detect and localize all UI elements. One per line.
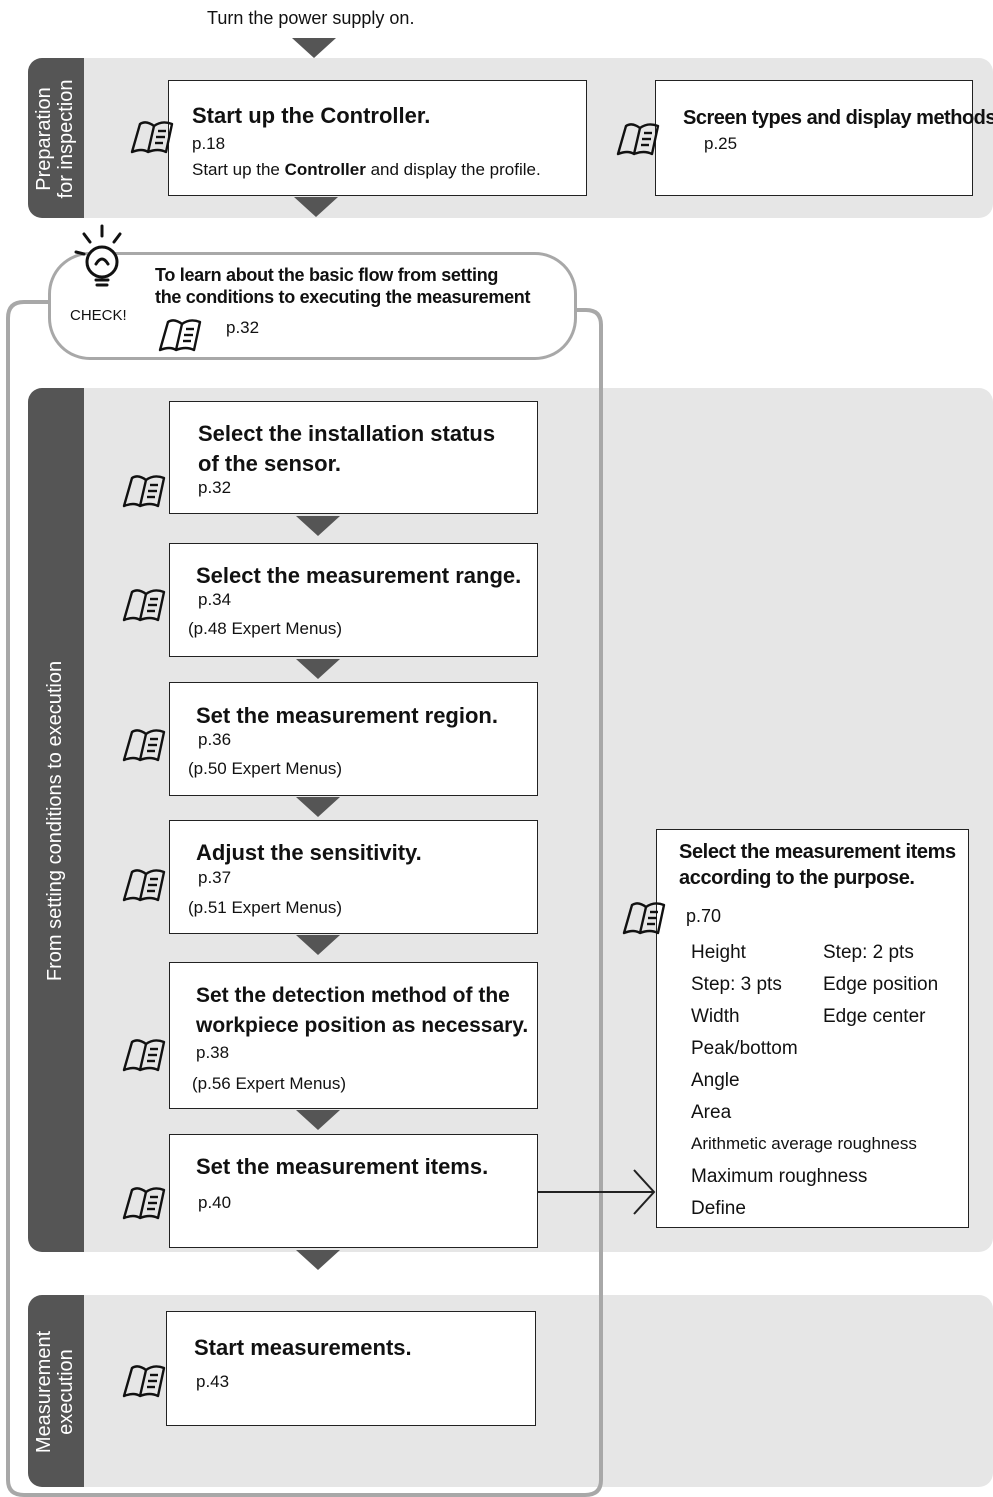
items-box-title2: according to the purpose.: [679, 867, 915, 889]
startup-desc-pre: Start up the: [192, 160, 285, 179]
step-sensitivity-title: Adjust the sensitivity.: [196, 840, 422, 865]
manual-book-icon: [122, 475, 166, 508]
down-arrow-icon: [296, 797, 340, 817]
step-region-title: Set the measurement region.: [196, 703, 498, 728]
check-page: p.32: [226, 318, 260, 337]
item-area: Area: [691, 1102, 732, 1123]
down-arrow-icon: [294, 197, 338, 217]
item-define: Define: [691, 1198, 746, 1219]
step-installation-title2: of the sensor.: [198, 451, 342, 476]
step-range-title: Select the measurement range.: [196, 563, 522, 588]
step-detection-expert: (p.56 Expert Menus): [192, 1074, 347, 1093]
step-installation-box: [169, 401, 538, 514]
check-line1: To learn about the basic flow from setti…: [155, 265, 499, 285]
items-box-page: p.70: [686, 906, 722, 926]
step-sensitivity-expert: (p.51 Expert Menus): [188, 898, 343, 917]
manual-book-icon: [122, 1365, 166, 1398]
manual-book-icon: [158, 319, 202, 352]
step-items-page: p.40: [198, 1193, 232, 1212]
manual-book-icon: [622, 902, 666, 935]
item-step-2pts: Step: 2 pts: [823, 942, 914, 963]
check-outline: [6, 300, 603, 1497]
down-arrow-icon: [296, 935, 340, 955]
check-lightbulb-icon: [74, 224, 122, 287]
step-installation-page: p.32: [198, 478, 232, 497]
step-detection-title2: workpiece position as necessary.: [196, 1014, 529, 1037]
item-peak-bottom: Peak/bottom: [691, 1038, 798, 1059]
item-angle: Angle: [691, 1070, 740, 1091]
manual-book-icon: [122, 589, 166, 622]
step-range-box: [169, 543, 538, 657]
preparation-tab: [28, 58, 84, 218]
startup-title: Start up the Controller.: [192, 103, 431, 128]
step-detection-page: p.38: [196, 1043, 230, 1062]
step-range-expert: (p.48 Expert Menus): [188, 619, 343, 638]
step-sensitivity-page: p.37: [198, 868, 232, 887]
item-edge-center: Edge center: [823, 1006, 926, 1027]
start-measurements-page: p.43: [196, 1372, 230, 1391]
manual-book-icon: [122, 1039, 166, 1072]
manual-book-icon: [616, 123, 660, 156]
item-maximum-roughness: Maximum roughness: [691, 1166, 868, 1187]
item-height: Height: [691, 942, 746, 963]
check-box: [48, 252, 577, 360]
item-step-3pts: Step: 3 pts: [691, 974, 782, 995]
manual-book-icon: [122, 729, 166, 762]
check-line2: the conditions to executing the measurem…: [155, 287, 531, 307]
step-range-page: p.34: [198, 590, 232, 609]
down-arrow-icon: [296, 1250, 340, 1270]
manual-book-icon: [130, 121, 174, 154]
screen-types-box: [655, 80, 973, 196]
startup-desc: Start up the Controller and display the …: [192, 160, 541, 180]
execution-tab: [28, 1295, 84, 1487]
startup-desc-bold: Controller: [284, 160, 366, 179]
items-box-title1: Select the measurement items: [679, 841, 956, 863]
start-measurements-box: [166, 1311, 536, 1426]
screen-types-page: p.25: [704, 134, 738, 153]
right-arrow-icon: [538, 1169, 656, 1215]
step-items-box: [169, 1134, 538, 1248]
startup-desc-post: and display the profile.: [365, 160, 541, 179]
step-region-page: p.36: [198, 730, 232, 749]
startup-page: p.18: [192, 134, 226, 153]
setting-tab: [28, 388, 84, 1252]
check-label: CHECK!: [70, 307, 127, 324]
manual-book-icon: [122, 869, 166, 902]
step-region-expert: (p.50 Expert Menus): [188, 759, 343, 778]
down-arrow-icon: [296, 659, 340, 679]
step-detection-title1: Set the detection method of the: [196, 984, 510, 1007]
down-arrow-icon: [292, 38, 336, 58]
down-arrow-icon: [296, 1110, 340, 1130]
manual-book-icon: [122, 1187, 166, 1220]
item-width: Width: [691, 1006, 740, 1027]
startup-box: [168, 80, 587, 196]
measurement-items-box: [656, 829, 969, 1228]
step-region-box: [169, 682, 538, 796]
step-sensitivity-box: [169, 820, 538, 934]
preparation-label: Preparation for inspection: [33, 79, 77, 199]
item-arithmetic-roughness: Arithmetic average roughness: [691, 1134, 917, 1153]
screen-types-title: Screen types and display methods: [683, 107, 993, 129]
power-on-note: Turn the power supply on.: [207, 8, 415, 28]
start-measurements-title: Start measurements.: [194, 1335, 412, 1360]
step-installation-title1: Select the installation status: [198, 421, 496, 446]
down-arrow-icon: [296, 516, 340, 536]
step-items-title: Set the measurement items.: [196, 1154, 489, 1179]
step-detection-box: [169, 962, 538, 1109]
item-edge-position: Edge position: [823, 974, 939, 995]
